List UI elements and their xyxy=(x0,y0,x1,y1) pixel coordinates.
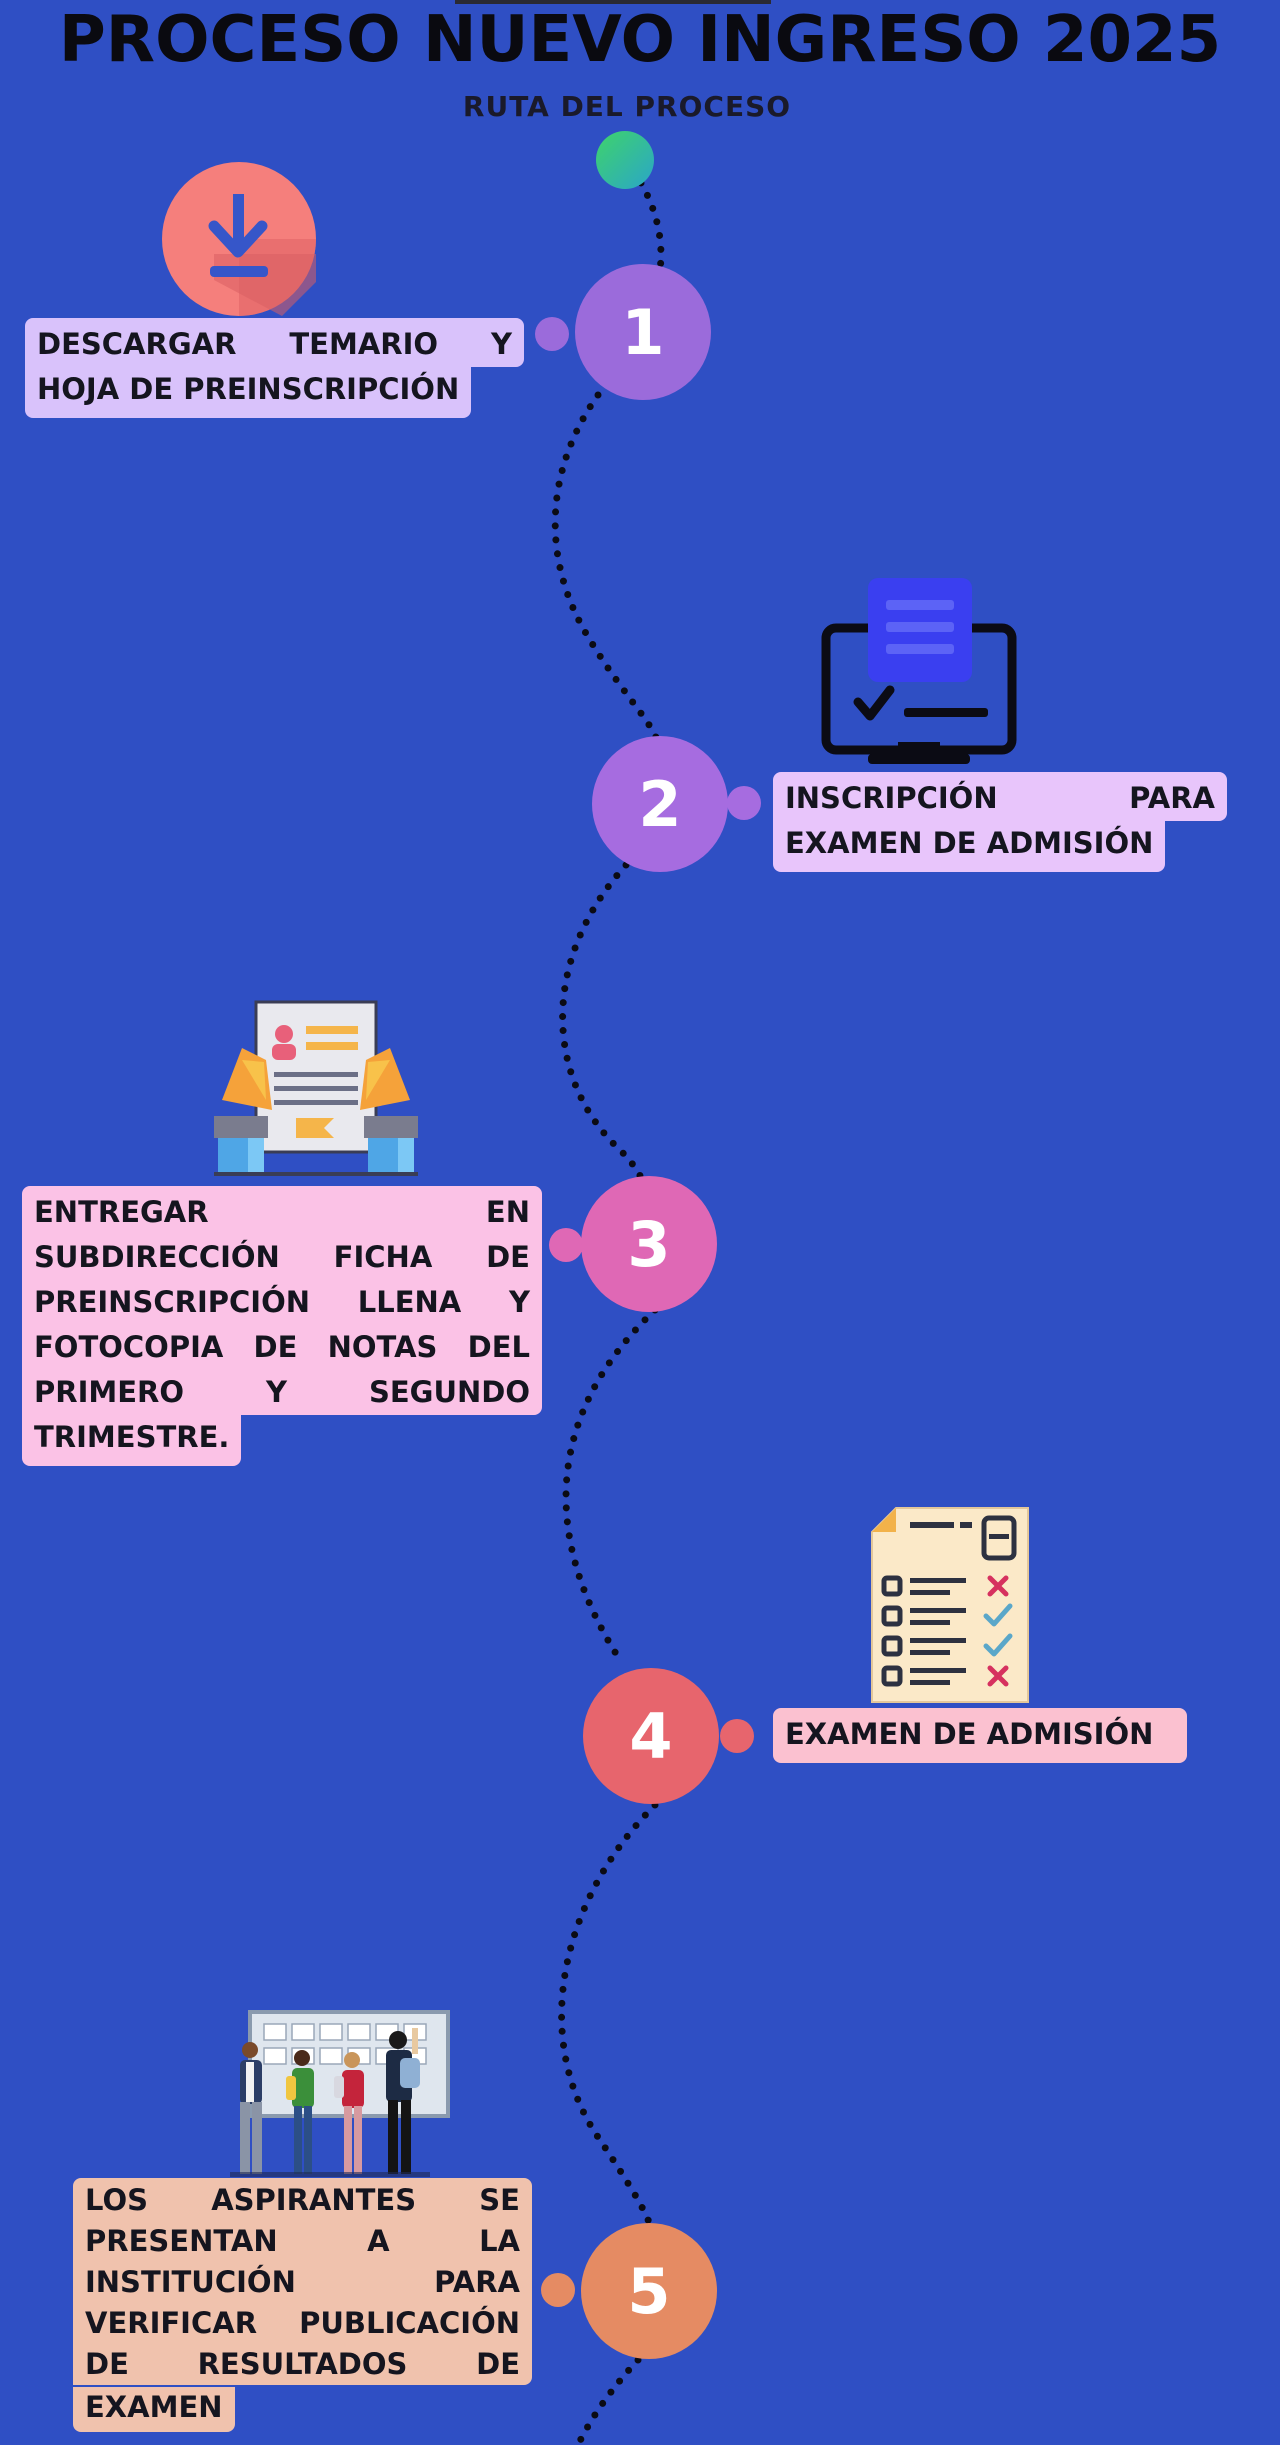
exam-checklist-icon xyxy=(868,1506,1032,1704)
step-4-line-1: EXAMEN DE ADMISIÓN xyxy=(785,1717,1154,1751)
step-2-box: INSCRIPCIÓN PARA EXAMEN DE ADMISIÓN xyxy=(773,772,1227,872)
step-3-number: 3 xyxy=(627,1207,671,1281)
step-5-line-1: LOS ASPIRANTES SE xyxy=(85,2183,520,2217)
step-5-line-2: PRESENTAN A LA xyxy=(85,2224,520,2258)
step-1-circle: 1 xyxy=(575,264,711,400)
page-title: PROCESO NUEVO INGRESO 2025 xyxy=(58,3,1222,77)
step-5-box: LOS ASPIRANTES SE PRESENTAN A LA INSTITU… xyxy=(73,2178,532,2432)
step-5-number: 5 xyxy=(627,2254,671,2328)
step-4-number: 4 xyxy=(629,1699,673,1773)
step-5-line-6: EXAMEN xyxy=(73,2387,235,2432)
step-2-line-2: EXAMEN DE ADMISIÓN xyxy=(773,821,1166,872)
computer-form-icon xyxy=(818,578,1022,774)
connector-dot-1 xyxy=(535,317,569,351)
step-1-box: DESCARGAR TEMARIO Y HOJA DE PREINSCRIPCI… xyxy=(25,318,524,418)
step-3-line-5: PRIMERO Y SEGUNDO xyxy=(34,1375,530,1409)
connector-dot-5 xyxy=(541,2273,575,2307)
step-5-line-4: VERIFICAR PUBLICACIÓN xyxy=(85,2306,520,2340)
step-3-box: ENTREGAR EN SUBDIRECCIÓN FICHA DE PREINS… xyxy=(22,1186,542,1466)
step-4-circle: 4 xyxy=(583,1668,719,1804)
step-1-line-1: DESCARGAR TEMARIO Y xyxy=(25,318,524,367)
step-3-line-6: TRIMESTRE. xyxy=(22,1415,242,1466)
page-subtitle: RUTA DEL PROCESO xyxy=(462,90,792,123)
step-3-line-3: PREINSCRIPCIÓN LLENA Y xyxy=(34,1285,530,1319)
top-decor-bar xyxy=(455,0,771,4)
dotted-route-line xyxy=(551,156,665,2445)
step-1-line-2: HOJA DE PREINSCRIPCIÓN xyxy=(25,367,472,418)
document-handover-icon xyxy=(212,1000,420,1176)
connector-dot-2 xyxy=(727,786,761,820)
route-start-dot xyxy=(596,131,654,189)
step-3-line-2: SUBDIRECCIÓN FICHA DE xyxy=(34,1240,530,1274)
step-5-circle: 5 xyxy=(581,2223,717,2359)
connector-dot-3 xyxy=(549,1228,583,1262)
step-5-line-3: INSTITUCIÓN PARA xyxy=(85,2265,520,2299)
step-2-circle: 2 xyxy=(592,736,728,872)
step-3-line-4: FOTOCOPIA DE NOTAS DEL xyxy=(34,1330,530,1364)
students-at-board-icon xyxy=(220,2010,450,2178)
step-3-circle: 3 xyxy=(581,1176,717,1312)
step-4-box: EXAMEN DE ADMISIÓN xyxy=(773,1708,1187,1763)
step-1-number: 1 xyxy=(621,295,665,369)
step-2-number: 2 xyxy=(638,767,682,841)
step-2-line-1: INSCRIPCIÓN PARA xyxy=(773,772,1227,821)
step-3-line-1: ENTREGAR EN xyxy=(34,1195,530,1229)
download-icon xyxy=(162,162,316,316)
step-5-line-5: DE RESULTADOS DE xyxy=(85,2347,520,2381)
connector-dot-4 xyxy=(720,1719,754,1753)
